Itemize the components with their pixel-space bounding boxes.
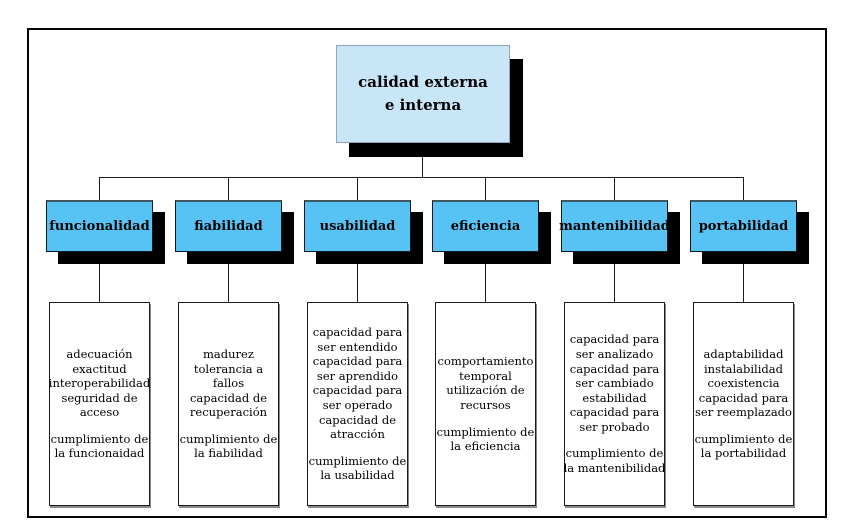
detail-line: cumplimiento de xyxy=(694,431,793,446)
detail-line: capacidad para xyxy=(698,390,789,405)
detail-line: capacidad para xyxy=(312,325,403,340)
detail-line: cumplimiento de xyxy=(179,431,278,446)
detail-line: recursos xyxy=(460,398,511,412)
detail-line: cumplimiento de xyxy=(565,446,664,461)
detail-line: capacidad para xyxy=(312,354,403,369)
root-stem-line xyxy=(422,143,423,178)
detail-line: estabilidad xyxy=(582,390,647,405)
detail-line: capacidad de xyxy=(189,390,268,405)
detail-line: la usabilidad xyxy=(320,468,395,483)
branch-stub-line xyxy=(228,178,229,200)
branch-stub-line xyxy=(743,178,744,200)
detail-line: ser operado xyxy=(322,398,393,412)
detail-line: capacidad para xyxy=(569,405,660,420)
detail-line: capacidad para xyxy=(312,383,403,398)
detail-line: utilización de xyxy=(446,383,525,398)
branch-drop-line xyxy=(485,252,486,302)
branch-drop-line xyxy=(743,252,744,302)
root-title-line-1: calidad externa xyxy=(358,72,488,91)
detail-line xyxy=(49,420,150,432)
branch-box: portabilidad xyxy=(690,200,797,252)
branch-label: portabilidad xyxy=(698,219,789,234)
detail-line: seguridad de xyxy=(61,390,138,405)
detail-line: ser analizado xyxy=(575,346,654,361)
detail-line: atracción xyxy=(330,427,385,442)
branch-label: usabilidad xyxy=(319,219,396,234)
detail-line: ser probado xyxy=(579,419,650,434)
detail-line: exactitud xyxy=(72,361,127,376)
detail-line: fallos xyxy=(212,376,245,391)
branch-box: fiabilidad xyxy=(175,200,282,252)
branch-drop-line xyxy=(99,252,100,302)
detail-line: ser entendido xyxy=(317,339,398,354)
branch-drop-line xyxy=(228,252,229,302)
main-horizontal-line xyxy=(99,177,744,178)
branch-stub-line xyxy=(614,178,615,200)
detail-line: capacidad para xyxy=(569,332,660,347)
root-title-line-2: e interna xyxy=(384,96,462,114)
detail-line: recuperación xyxy=(189,405,268,420)
detail-line: cumplimiento de xyxy=(436,424,535,439)
branch-stub-line xyxy=(357,178,358,200)
detail-line: adaptabilidad xyxy=(703,346,784,361)
detail-line: coexistencia xyxy=(707,376,780,391)
detail-line xyxy=(309,442,407,454)
branch-drop-line xyxy=(357,252,358,302)
branch-box: mantenibilidad xyxy=(559,200,670,252)
detail-line: adecuación xyxy=(66,346,133,361)
branch-box: eficiencia xyxy=(432,200,539,252)
detail-line: ser aprendido xyxy=(316,368,399,383)
detail-line: la mantenibilidad xyxy=(563,461,666,476)
detail-line: la funcionaidad xyxy=(54,446,145,461)
branch-label: eficiencia xyxy=(450,219,521,234)
root-box: calidad externa e interna xyxy=(336,45,510,143)
branch-label: funcionalidad xyxy=(49,219,150,234)
detail-line: acceso xyxy=(79,405,120,420)
branch-label: fiabilidad xyxy=(194,219,263,234)
detail-line xyxy=(695,420,793,432)
branch-stub-line xyxy=(99,178,100,200)
detail-line: comportamiento xyxy=(437,354,534,369)
detail-line: madurez xyxy=(203,346,254,361)
detail-line: cumplimiento de xyxy=(308,453,407,468)
branch-drop-line xyxy=(614,252,615,302)
detail-line: temporal xyxy=(459,368,512,383)
detail-line: cumplimiento de xyxy=(50,431,149,446)
detail-line xyxy=(180,420,278,432)
detail-line: interoperabilidad xyxy=(48,376,151,391)
detail-line: instalabilidad xyxy=(704,361,783,376)
detail-line: ser reemplazado xyxy=(695,405,792,420)
branch-label: mantenibilidad xyxy=(559,219,670,234)
detail-line: la fiabilidad xyxy=(194,446,263,461)
branch-box: funcionalidad xyxy=(46,200,153,252)
detail-line: la eficiencia xyxy=(450,439,521,454)
outer-frame xyxy=(27,28,827,518)
detail-line xyxy=(437,413,535,425)
detail-line: la portabilidad xyxy=(700,446,787,461)
detail-line: capacidad de xyxy=(318,412,397,427)
detail-line: capacidad para xyxy=(569,361,660,376)
detail-line xyxy=(564,434,666,446)
branch-box: usabilidad xyxy=(304,200,411,252)
branch-stub-line xyxy=(485,178,486,200)
detail-line: ser cambiado xyxy=(575,376,654,391)
detail-line: tolerancia a xyxy=(193,361,264,376)
